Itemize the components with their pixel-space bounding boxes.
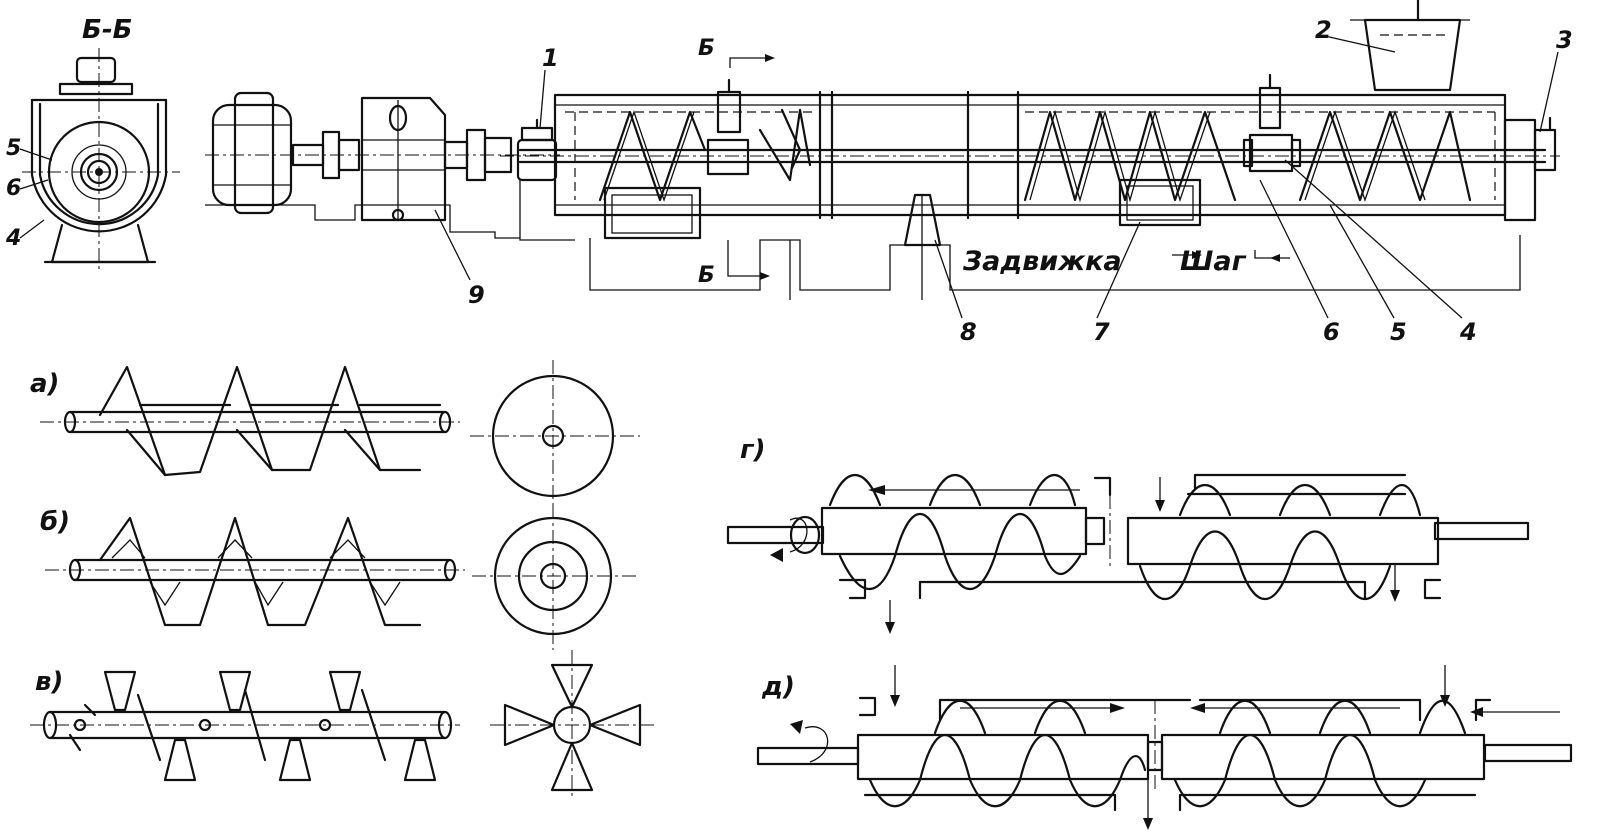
section-flange <box>58 82 134 96</box>
pitch-label: Шаг <box>1180 246 1247 277</box>
section-callout-5: 5 <box>6 136 21 161</box>
screw-flight-right <box>1023 109 1472 203</box>
variant-a-label: а) <box>30 369 59 399</box>
callout-6: 6 <box>1323 318 1340 346</box>
section-callout-6: 6 <box>6 176 21 201</box>
screw-flight-left <box>598 109 707 203</box>
end-bearing-3 <box>1503 116 1557 222</box>
variant-d: д) <box>756 665 1573 830</box>
variant-v-label: в) <box>35 667 63 697</box>
motor <box>205 91 560 215</box>
callout-9: 9 <box>468 281 485 309</box>
cross-section-b-b: Б-Б 5 6 4 <box>5 15 180 270</box>
variant-g: г) <box>726 435 1530 634</box>
callout-1: 1 <box>542 44 559 72</box>
section-cap <box>75 56 117 84</box>
callout-4: 4 <box>1459 318 1477 346</box>
callout-5: 5 <box>1390 318 1407 346</box>
cut-marker-bottom: Б <box>698 263 715 288</box>
inlet-hopper <box>1350 0 1470 92</box>
variant-g-label: г) <box>740 435 765 465</box>
callout-7: 7 <box>1093 318 1110 346</box>
callout-2: 2 <box>1315 16 1332 44</box>
variant-v-rotor <box>490 650 655 800</box>
variant-a: а) <box>30 360 640 515</box>
intermediate-bearing-right <box>1242 73 1302 173</box>
section-title: Б-Б <box>82 15 132 45</box>
variant-b: б) <box>40 505 640 650</box>
section-callout-4: 4 <box>5 226 21 251</box>
cut-marker-top: Б <box>698 36 715 61</box>
outlet-box-left <box>603 186 702 240</box>
outlet-box-gate <box>1118 178 1202 227</box>
gearbox <box>360 96 447 222</box>
trough-body <box>500 90 1560 220</box>
callout-8: 8 <box>960 318 977 346</box>
section-arrows: Б Б <box>698 36 775 288</box>
variant-v: в) <box>30 650 655 800</box>
variant-d-label: д) <box>761 672 795 702</box>
variant-b-label: б) <box>40 507 70 537</box>
intermediate-bearing <box>706 78 812 182</box>
gate-label: Задвижка <box>962 246 1122 277</box>
callout-3: 3 <box>1556 26 1573 54</box>
main-conveyor: Б Б Задвижка Шаг 1 2 3 4 5 6 7 8 9 <box>205 0 1573 346</box>
